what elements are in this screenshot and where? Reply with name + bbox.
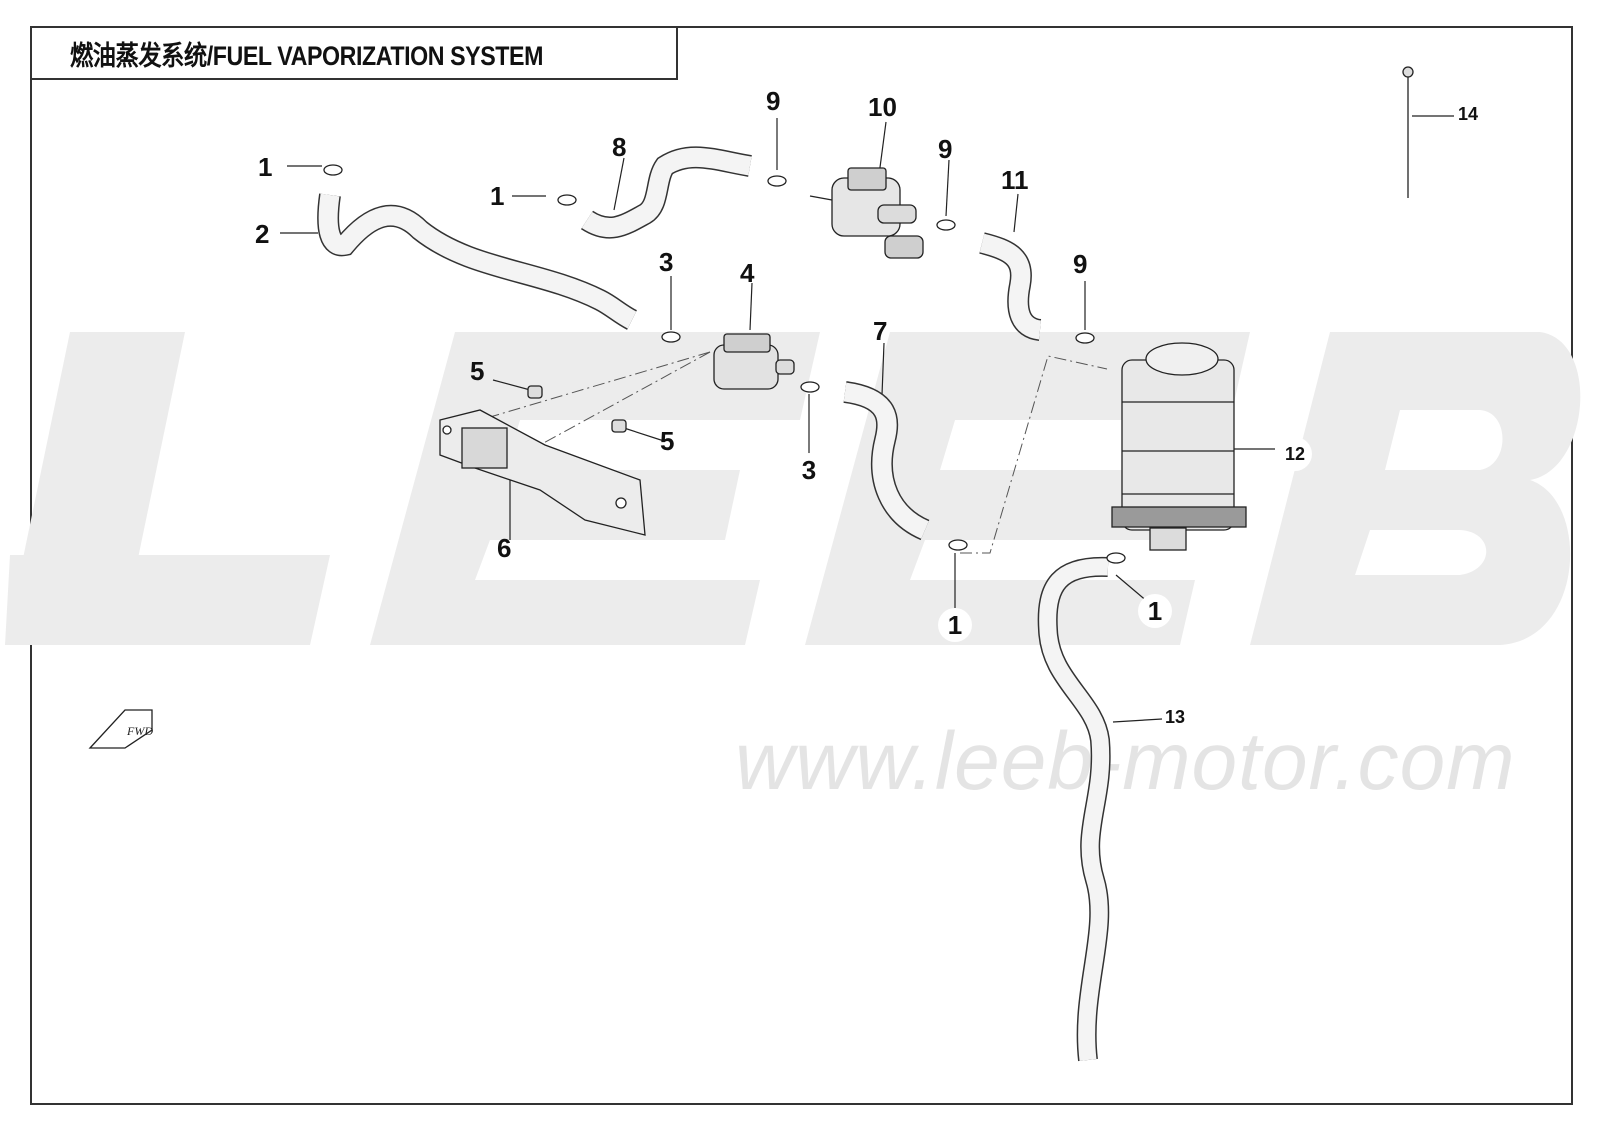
callout-c12: 12	[1278, 437, 1312, 471]
callout-c1d: 1	[1138, 594, 1172, 628]
callout-c4: 4	[740, 258, 755, 288]
page-title: 燃油蒸发系统/FUEL VAPORIZATION SYSTEM	[70, 40, 544, 71]
callout-c1a: 1	[258, 152, 273, 182]
callout-c14: 14	[1458, 104, 1479, 124]
callout-c2: 2	[255, 219, 270, 249]
callout-c6: 6	[497, 533, 512, 563]
callout-c9a: 9	[766, 86, 781, 116]
callout-c11: 11	[1001, 165, 1029, 195]
watermark-url: www.leeb-motor.com	[735, 716, 1516, 807]
callout-c10: 10	[868, 92, 897, 122]
callout-c9c: 9	[1073, 249, 1088, 279]
callout-c1b: 1	[490, 181, 505, 211]
callout-c13: 13	[1165, 707, 1186, 727]
fwd-label: FWD	[126, 724, 153, 738]
callout-c5b: 5	[660, 426, 675, 456]
callout-c7: 7	[873, 316, 888, 346]
callout-c9b: 9	[938, 134, 953, 164]
callout-c3b: 3	[792, 453, 826, 487]
title-box: 燃油蒸发系统/FUEL VAPORIZATION SYSTEM	[30, 26, 678, 80]
callout-c5a: 5	[470, 356, 485, 386]
fwd-arrow-icon	[88, 709, 153, 749]
callout-c8: 8	[612, 132, 627, 162]
callout-c1c: 1	[938, 608, 972, 642]
callout-c3a: 3	[659, 247, 674, 277]
